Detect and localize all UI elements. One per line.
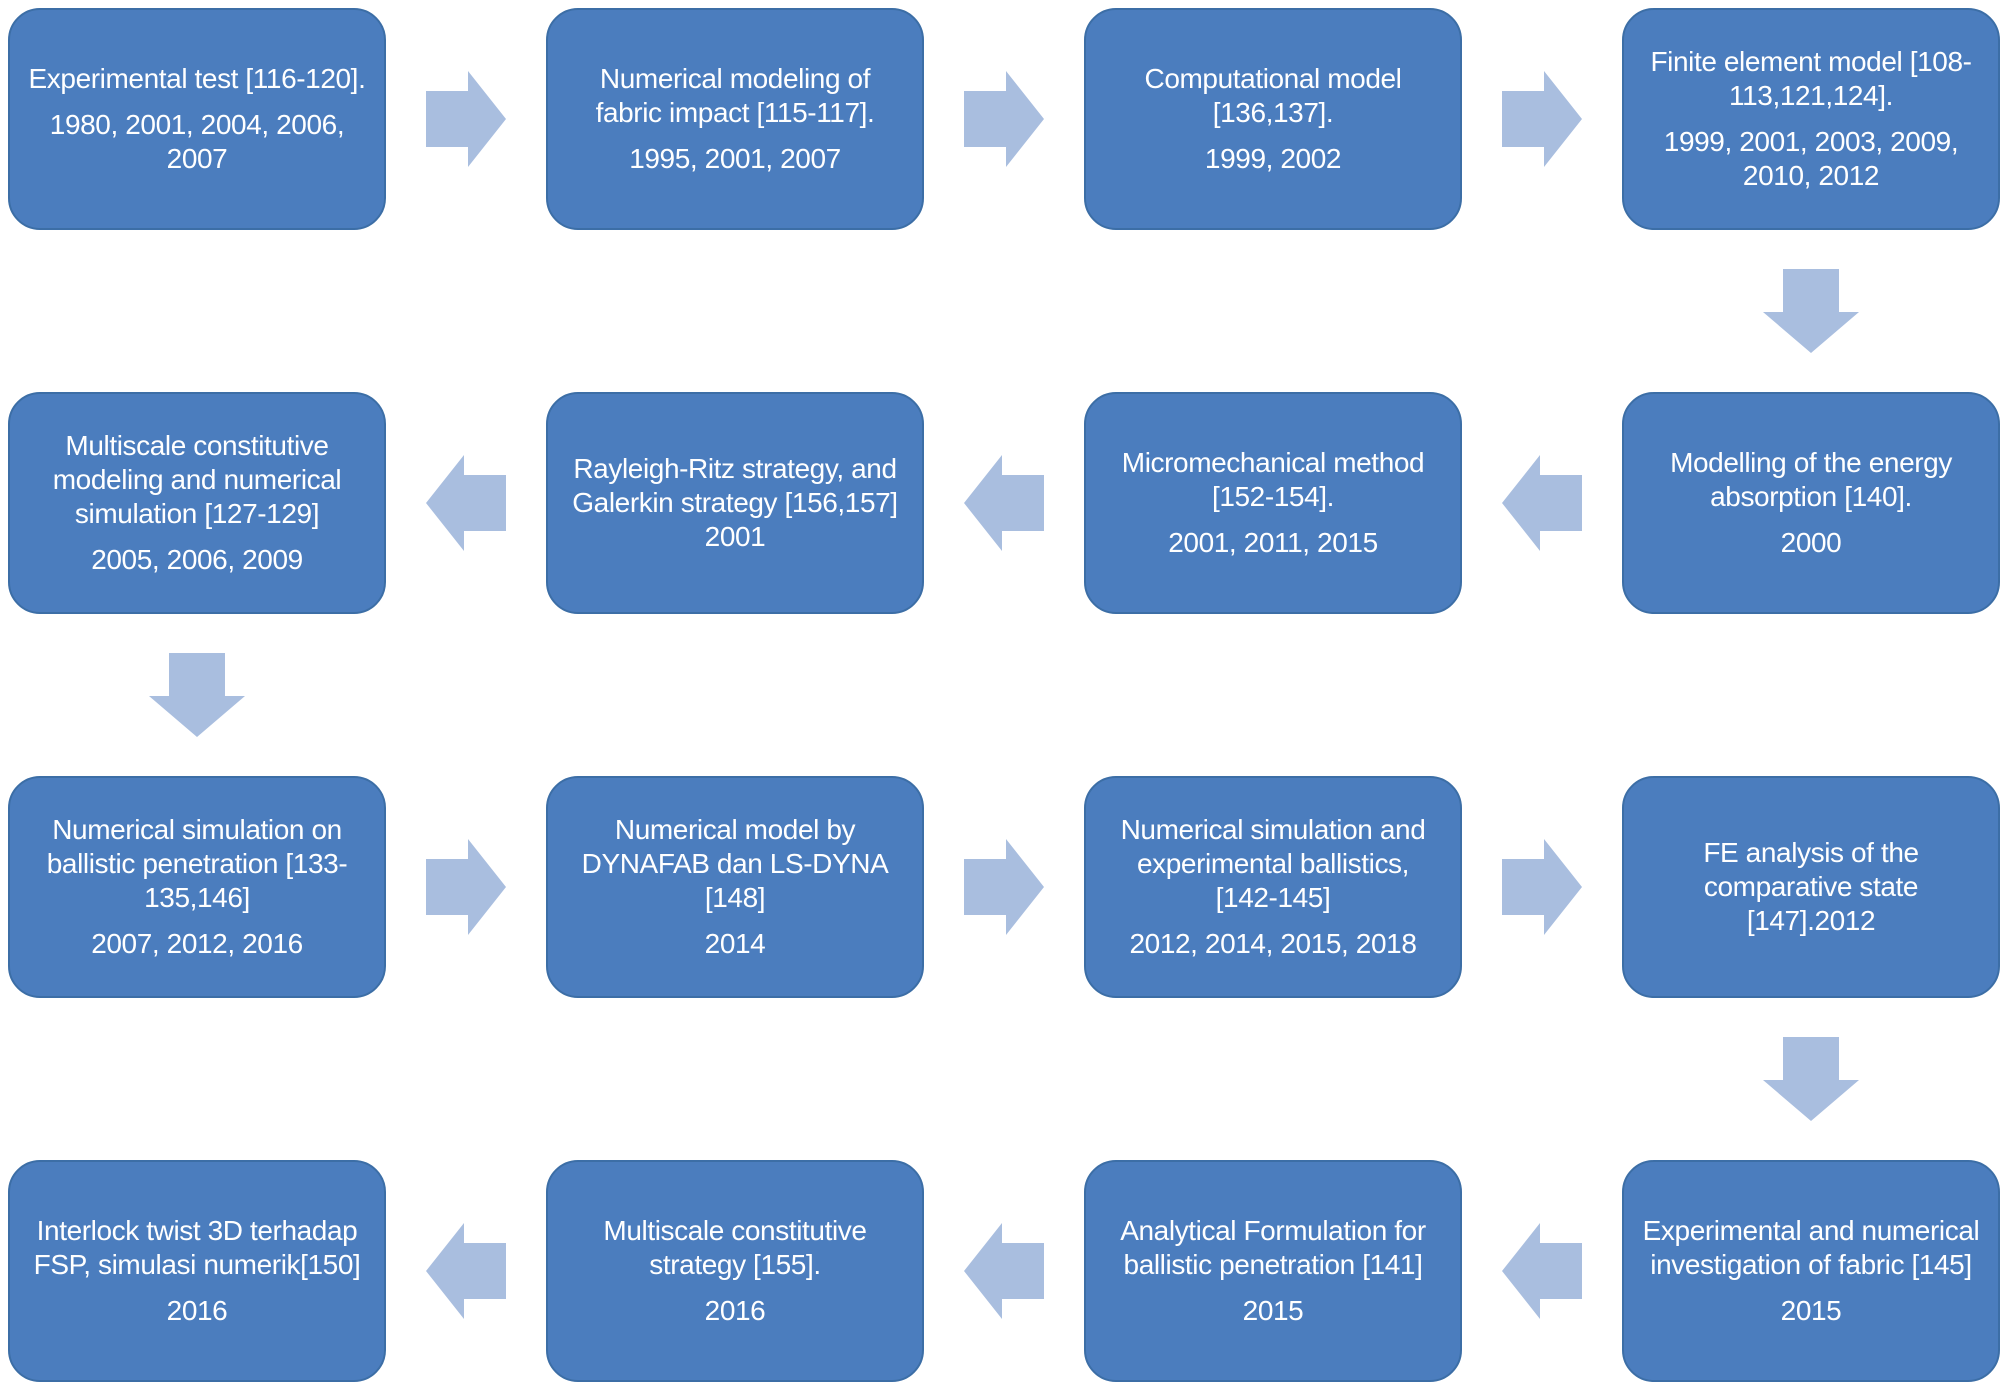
box-years: 2000	[1780, 527, 1842, 558]
arrow-down-icon	[1622, 998, 2000, 1160]
flow-box: Analytical Formulation for ballistic pen…	[1084, 1160, 1462, 1382]
box-title: Experimental test [116-120].	[28, 63, 366, 94]
arrow-left-icon	[386, 1160, 546, 1382]
box-years: 1999, 2001, 2003, 2009, 2010, 2012	[1663, 126, 1959, 191]
arrow-right-icon	[386, 8, 546, 230]
box-title: Interlock twist 3D terhadap FSP, simulas…	[33, 1215, 361, 1280]
box-title: Multiscale constitutive strategy [155].	[603, 1215, 867, 1280]
arrow-left-icon	[924, 392, 1084, 614]
box-title: Finite element model [108- 113,121,124].	[1650, 46, 1972, 111]
box-title: FE analysis of the comparative state [14…	[1703, 837, 1919, 936]
flow-box: Interlock twist 3D terhadap FSP, simulas…	[8, 1160, 386, 1382]
flow-box: Rayleigh-Ritz strategy, and Galerkin str…	[546, 392, 924, 614]
arrow-left-icon	[924, 1160, 1084, 1382]
box-years: 1995, 2001, 2007	[629, 143, 841, 174]
box-title: Numerical modeling of fabric impact [115…	[595, 63, 875, 128]
flow-box: Numerical modeling of fabric impact [115…	[546, 8, 924, 230]
box-title: Modelling of the energy absorption [140]…	[1670, 447, 1952, 512]
arrow-left-icon	[386, 392, 546, 614]
arrow-right-icon	[924, 8, 1084, 230]
box-years: 2016	[166, 1295, 228, 1326]
flow-box: Modelling of the energy absorption [140]…	[1622, 392, 2000, 614]
arrow-down-icon	[8, 614, 386, 776]
box-title: Micromechanical method [152-154].	[1121, 447, 1425, 512]
arrow-right-icon	[1462, 8, 1622, 230]
box-title: Multiscale constitutive modeling and num…	[52, 430, 342, 529]
arrow-right-icon	[1462, 776, 1622, 998]
flow-box: Experimental and numerical investigation…	[1622, 1160, 2000, 1382]
flow-box: Experimental test [116-120]. 1980, 2001,…	[8, 8, 386, 230]
flow-box: Finite element model [108- 113,121,124].…	[1622, 8, 2000, 230]
box-years: 2014	[704, 928, 766, 959]
flow-box: Multiscale constitutive modeling and num…	[8, 392, 386, 614]
flow-box: FE analysis of the comparative state [14…	[1622, 776, 2000, 998]
box-years: 2015	[1242, 1295, 1304, 1326]
box-title: Experimental and numerical investigation…	[1642, 1215, 1980, 1280]
box-years: 1999, 2002	[1204, 143, 1342, 174]
box-years: 2012, 2014, 2015, 2018	[1129, 928, 1417, 959]
box-years: 2007, 2012, 2016	[91, 928, 303, 959]
flow-box: Numerical model by DYNAFAB dan LS-DYNA […	[546, 776, 924, 998]
flow-box: Numerical simulation and experimental ba…	[1084, 776, 1462, 998]
box-title: Numerical model by DYNAFAB dan LS-DYNA […	[581, 814, 889, 913]
arrow-left-icon	[1462, 1160, 1622, 1382]
arrow-down-icon	[1622, 230, 2000, 392]
box-title: Analytical Formulation for ballistic pen…	[1120, 1215, 1426, 1280]
box-years: 2001, 2011, 2015	[1168, 527, 1378, 558]
flow-box: Numerical simulation on ballistic penetr…	[8, 776, 386, 998]
arrow-right-icon	[386, 776, 546, 998]
flow-box: Multiscale constitutive strategy [155]. …	[546, 1160, 924, 1382]
box-title: Numerical simulation and experimental ba…	[1120, 814, 1426, 913]
box-years: 2015	[1780, 1295, 1842, 1326]
box-years: 1980, 2001, 2004, 2006, 2007	[49, 109, 345, 174]
box-title: Numerical simulation on ballistic penetr…	[46, 814, 348, 913]
box-years: 2016	[704, 1295, 766, 1326]
arrow-right-icon	[924, 776, 1084, 998]
box-title: Computational model [136,137].	[1144, 63, 1402, 128]
flow-box: Micromechanical method [152-154]. 2001, …	[1084, 392, 1462, 614]
flow-box: Computational model [136,137]. 1999, 200…	[1084, 8, 1462, 230]
box-title: Rayleigh-Ritz strategy, and Galerkin str…	[572, 453, 898, 552]
arrow-left-icon	[1462, 392, 1622, 614]
box-years: 2005, 2006, 2009	[91, 544, 303, 575]
